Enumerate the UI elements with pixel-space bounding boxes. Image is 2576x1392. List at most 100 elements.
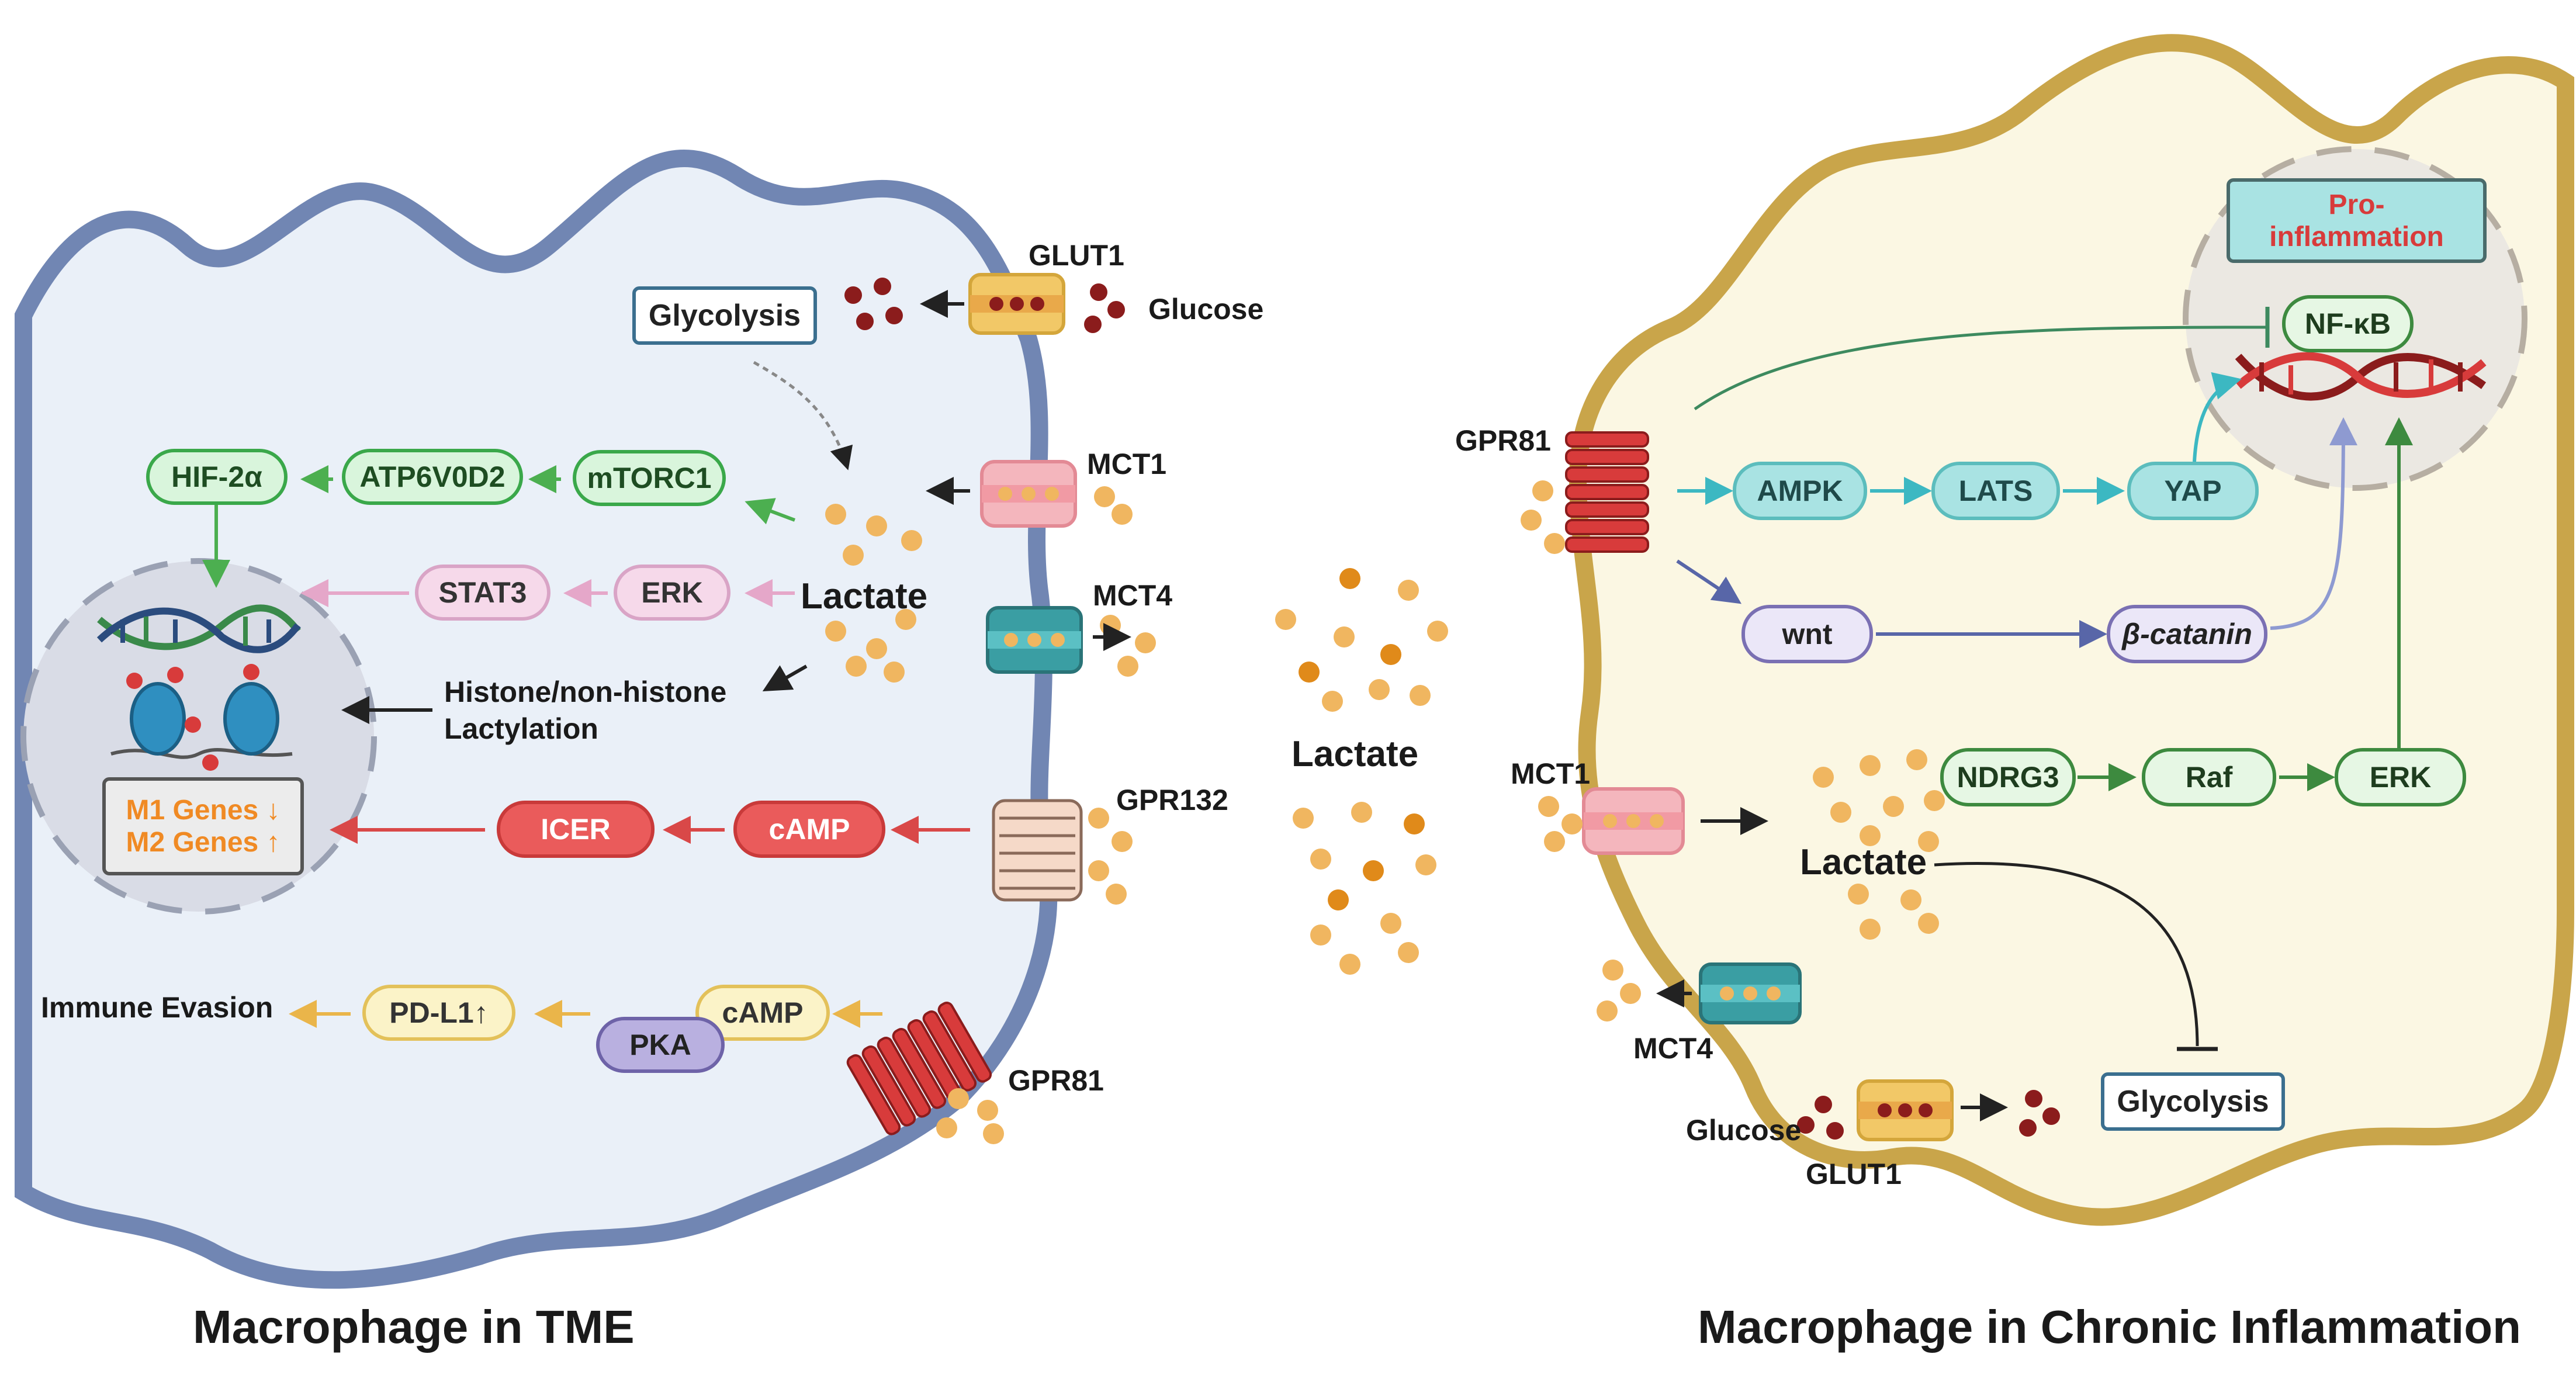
lactate-molecule-icon <box>1906 749 1927 770</box>
ndrg3-node: NDRG3 <box>1940 748 2076 806</box>
lactate-molecule-icon <box>1860 825 1881 846</box>
right-glycolysis-box: Glycolysis <box>2101 1072 2285 1131</box>
glut1-transporter-right <box>1857 1079 1954 1141</box>
pro-inflammation-line1: Pro- <box>2328 189 2385 220</box>
lactate-molecule-icon <box>1860 919 1881 940</box>
lactate-molecule-icon <box>1918 913 1939 934</box>
lactate-molecule-icon <box>1334 626 1355 647</box>
lactate-molecule-icon <box>1380 644 1401 665</box>
lactate-molecule-icon <box>948 1088 969 1109</box>
left-lactate-label: Lactate <box>801 576 928 617</box>
lactate-molecule-icon <box>866 638 887 659</box>
gene-expression-box: M1 Genes ↓ M2 Genes ↑ <box>102 777 304 875</box>
right-glucose-label: Glucose <box>1686 1114 1802 1147</box>
lactate-molecule-icon <box>1561 813 1583 834</box>
lactate-molecule-icon <box>825 621 846 642</box>
left-glycolysis-box: Glycolysis <box>632 286 817 345</box>
lactate-molecule-icon <box>1112 831 1133 852</box>
right-caption: Macrophage in Chronic Inflammation <box>1698 1301 2522 1353</box>
hif2a-node: HIF-2α <box>146 449 288 505</box>
lactate-molecule-icon <box>936 1117 957 1138</box>
glucose-molecule-icon <box>1090 283 1107 301</box>
lactate-molecule-icon <box>1293 808 1314 829</box>
lactate-molecule-icon <box>1427 621 1448 642</box>
pdl1-node: PD-L1↑ <box>362 985 515 1041</box>
lactate-molecule-icon <box>1544 533 1565 554</box>
lactate-molecule-icon <box>1351 802 1372 823</box>
right-mct1-label: MCT1 <box>1511 757 1591 790</box>
lactate-molecule-icon <box>901 530 922 551</box>
middle-lactate-label: Lactate <box>1292 734 1419 774</box>
lactate-molecule-icon <box>1088 860 1109 881</box>
glut1-transporter-left <box>968 273 1065 335</box>
glucose-molecule-icon <box>1084 316 1102 333</box>
lactate-molecule-icon <box>1813 767 1834 788</box>
left-mct1-label: MCT1 <box>1087 448 1167 480</box>
mct1-transporter-left <box>980 460 1077 528</box>
lactate-molecule-icon <box>895 609 916 630</box>
right-dna-icon <box>2235 352 2487 401</box>
lactate-molecule-icon <box>846 656 867 677</box>
pka-node: PKA <box>596 1017 725 1073</box>
lactate-molecule-icon <box>1521 510 1542 531</box>
lactate-molecule-icon <box>1106 884 1127 905</box>
pro-inflammation-line2: inflammation <box>2269 221 2444 252</box>
right-mct4-label: MCT4 <box>1633 1032 1713 1065</box>
nucleosome-icon <box>110 664 293 771</box>
immune-evasion-label: Immune Evasion <box>41 991 273 1024</box>
lactate-molecule-icon <box>1088 808 1109 829</box>
glucose-molecule-icon <box>885 307 903 324</box>
lactate-molecule-icon <box>884 662 905 683</box>
lactate-molecule-icon <box>977 1100 998 1121</box>
lactate-molecule-icon <box>1275 609 1296 630</box>
right-arrows <box>1656 307 2413 1121</box>
glucose-molecule-icon <box>2019 1119 2037 1137</box>
left-arrows <box>202 290 1131 1028</box>
lactate-molecule-icon <box>1544 831 1565 852</box>
mct4-transporter-right <box>1699 962 1802 1024</box>
lactate-molecule-icon <box>1398 580 1419 601</box>
right-lactate-label: Lactate <box>1800 842 1927 882</box>
right-gpr81-label: GPR81 <box>1455 424 1551 457</box>
lactate-molecule-icon <box>1094 486 1115 507</box>
lactate-molecule-icon <box>1380 913 1401 934</box>
gpr132-label: GPR132 <box>1116 784 1228 816</box>
m1-genes-label: M1 Genes ↓ <box>126 795 281 826</box>
m2-genes-label: M2 Genes ↑ <box>126 827 281 858</box>
raf-node: Raf <box>2142 748 2276 806</box>
lactate-molecule-icon <box>1597 1000 1618 1022</box>
gpr81-receptor-right-icon <box>1565 431 1649 553</box>
lactate-molecule-icon <box>1918 831 1939 852</box>
lactate-molecule-icon <box>1369 679 1390 700</box>
lactate-molecule-icon <box>1135 632 1156 653</box>
lactate-molecule-icon <box>1538 796 1559 817</box>
lactate-molecule-icon <box>1339 954 1360 975</box>
ampk-node: AMPK <box>1733 462 1867 520</box>
lactate-molecule-icon <box>1532 480 1553 501</box>
wnt-node: wnt <box>1741 605 1873 663</box>
glucose-molecule-icon <box>1797 1116 1815 1134</box>
lactate-molecule-icon <box>1848 884 1869 905</box>
lactate-molecule-icon <box>1830 802 1851 823</box>
mct1-transporter-right <box>1582 787 1685 855</box>
lactate-molecule-icon <box>983 1123 1004 1144</box>
lactate-molecule-icon <box>1299 662 1320 683</box>
beta-catanin-node: β-catanin <box>2107 605 2267 663</box>
left-gpr81-label: GPR81 <box>1008 1064 1104 1097</box>
glucose-molecule-icon <box>2025 1090 2042 1107</box>
molecule-dots <box>825 278 2060 1144</box>
mtorc1-node: mTORC1 <box>573 450 726 506</box>
icer-node: ICER <box>497 801 655 858</box>
glucose-molecule-icon <box>844 286 862 304</box>
left-dna-icon <box>96 604 301 653</box>
glucose-molecule-icon <box>1815 1096 1832 1113</box>
left-caption: Macrophage in TME <box>193 1301 635 1353</box>
lactate-molecule-icon <box>1620 983 1641 1004</box>
lactate-molecule-icon <box>1322 691 1343 712</box>
lactate-molecule-icon <box>1363 860 1384 881</box>
stat3-node: STAT3 <box>415 565 550 621</box>
glucose-molecule-icon <box>1107 301 1125 318</box>
lactate-molecule-icon <box>1602 960 1623 981</box>
